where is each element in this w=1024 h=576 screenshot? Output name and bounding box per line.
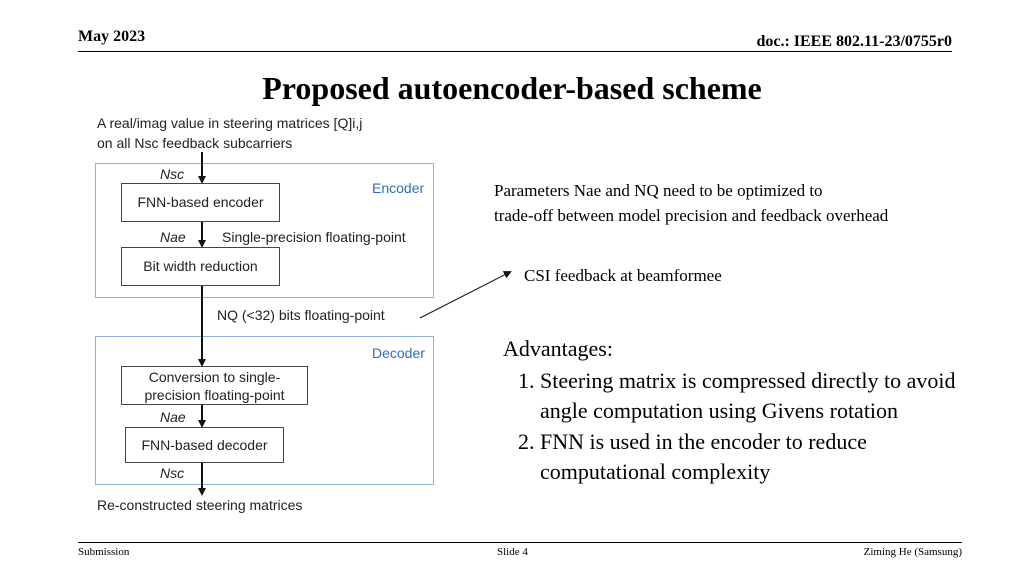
decoder-frame (95, 336, 434, 485)
footer-submission: Submission (78, 546, 130, 558)
bit-width-reduction-block: Bit width reduction (121, 247, 280, 286)
encoder-frame (95, 163, 434, 298)
parameters-line-2: trade-off between model precision and fe… (494, 206, 889, 225)
advantages-list: Steering matrix is compressed directly t… (503, 366, 963, 488)
advantages-title: Advantages: (503, 336, 613, 361)
parameters-line-1: Parameters Nae and NQ need to be optimiz… (494, 181, 823, 200)
intro-line-2: on all Nsc feedback subcarriers (97, 135, 293, 151)
fnn-decoder-block: FNN-based decoder (125, 427, 284, 463)
decoder-label: Decoder (372, 345, 425, 361)
advantage-item-2: FNN is used in the encoder to reduce com… (540, 427, 963, 488)
parameters-note: Parameters Nae and NQ need to be optimiz… (494, 178, 888, 228)
footer-divider (78, 542, 962, 543)
footer-slide-number: Slide 4 (497, 546, 528, 558)
intro-line-1: A real/imag value in steering matrices [… (97, 115, 363, 131)
nsc-bottom-label: Nsc (160, 465, 185, 481)
conversion-line-2: precision floating-point (144, 387, 285, 403)
nae-label-1: Nae (160, 229, 186, 245)
header-doc-id: doc.: IEEE 802.11-23/0755r0 (756, 33, 952, 50)
nq-bits-label: NQ (<32) bits floating-point (217, 307, 385, 323)
conversion-line-1: Conversion to single- (148, 369, 281, 385)
header-date: May 2023 (78, 28, 146, 45)
footer-author: Ziming He (Samsung) (863, 546, 962, 558)
nsc-top-label: Nsc (160, 166, 185, 182)
conversion-block: Conversion to single- precision floating… (121, 366, 308, 405)
nae-label-2: Nae (160, 409, 186, 425)
header-divider (78, 51, 952, 52)
advantage-item-1: Steering matrix is compressed directly t… (540, 366, 963, 427)
advantages-section: Advantages: Steering matrix is compresse… (503, 334, 963, 488)
csi-feedback-label: CSI feedback at beamformee (524, 266, 722, 285)
reconstructed-label: Re-constructed steering matrices (97, 497, 303, 513)
fnn-encoder-block: FNN-based encoder (121, 183, 280, 222)
arrow-csi-pointer (419, 271, 512, 319)
diagram-intro: A real/imag value in steering matrices [… (97, 113, 362, 153)
slide-title: Proposed autoencoder-based scheme (262, 70, 762, 106)
single-precision-label: Single-precision floating-point (222, 229, 406, 245)
encoder-label: Encoder (372, 180, 425, 196)
